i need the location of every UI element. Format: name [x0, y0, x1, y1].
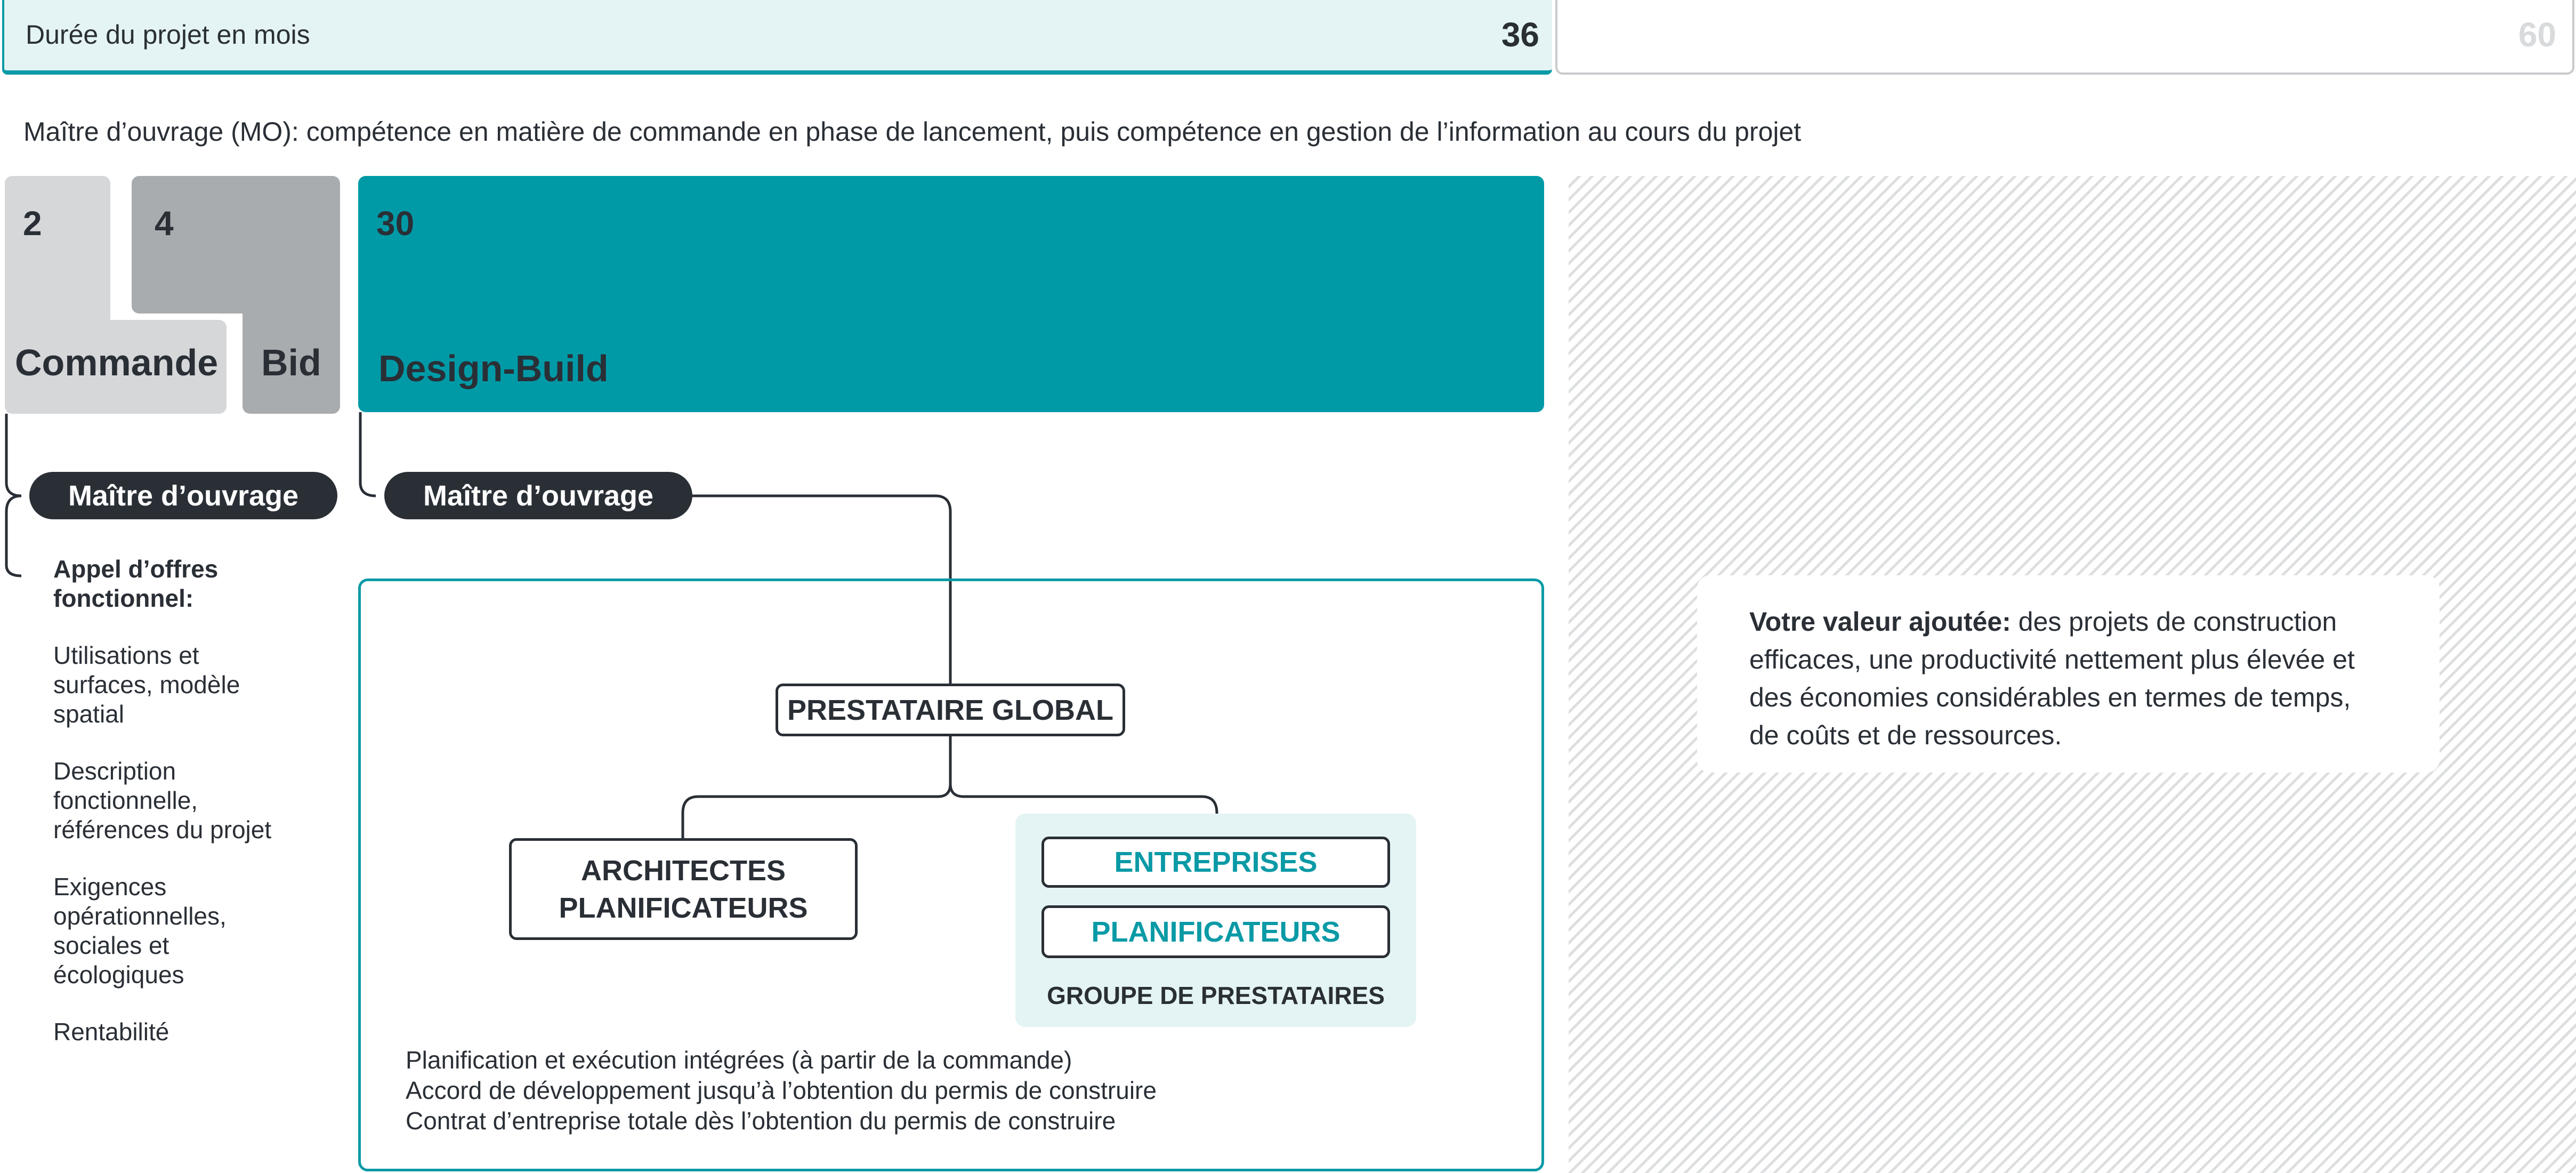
duration-bar: Durée du projet en mois 36: [2, 0, 1552, 75]
phase-commande-bottom: [5, 320, 227, 414]
phase-months: 30: [376, 204, 415, 243]
tender-item: Rentabilité: [53, 1018, 169, 1046]
architects-label: ARCHITECTES: [580, 854, 786, 887]
tender-item: Utilisations et surfaces, modèle spatial: [53, 641, 240, 728]
architects-node: ARCHITECTES PLANIFICATEURS: [509, 838, 858, 940]
phase-bid-bottom: [243, 299, 340, 414]
notes: Planification et exécution intégrées (à …: [406, 1045, 1157, 1136]
note-line: Planification et exécution intégrées (à …: [406, 1046, 1072, 1074]
global-provider-node: PRESTATAIRE GLOBAL: [776, 684, 1125, 736]
phase-name: Commande: [15, 342, 219, 383]
tender-list: Appel d’offres fonctionnel: Utilisations…: [53, 555, 277, 1074]
note-line: Contrat d’entreprise totale dès l’obtent…: [406, 1107, 1116, 1135]
value-card-title: Votre valeur ajoutée:: [1749, 607, 2011, 637]
group-label: GROUPE DE PRESTATAIRES: [1047, 982, 1385, 1009]
duration-label: Durée du projet en mois: [26, 20, 310, 50]
phase-months: 2: [23, 204, 42, 243]
phase-months: 4: [155, 204, 174, 243]
duration-remaining: 60: [1555, 0, 2574, 75]
phase-name: Design-Build: [378, 348, 609, 389]
phase-bid-top: [132, 176, 340, 314]
architects-label-2: PLANIFICATEURS: [559, 891, 808, 924]
intro-text: Maître d’ouvrage (MO): compétence en mat…: [23, 117, 1802, 147]
duration-value: 36: [1501, 15, 1539, 54]
planificateurs-node: PLANIFICATEURS: [1041, 905, 1390, 958]
owner-pill: Maître d’ouvrage: [384, 472, 692, 519]
tender-item: Description fonctionnelle, références du…: [53, 757, 272, 843]
entreprises-node: ENTREPRISES: [1041, 837, 1390, 888]
design-build-box: [358, 579, 1544, 1171]
phase-design-build: 30 Design-Build: [358, 176, 1544, 412]
phase-name: Bid: [261, 342, 321, 383]
tender-item: Exigences opérationnelles, sociales et é…: [53, 873, 227, 989]
note-line: Accord de développement jusqu’à l’obtent…: [406, 1076, 1157, 1104]
duration-max: 60: [2518, 15, 2556, 54]
value-card-text: des projets de construction efficaces, u…: [1749, 607, 2355, 750]
owner-pill: Maître d’ouvrage: [29, 472, 337, 519]
value-card: Votre valeur ajoutée: des projets de con…: [1697, 575, 2440, 773]
tender-heading: Appel d’offres fonctionnel:: [53, 555, 219, 612]
